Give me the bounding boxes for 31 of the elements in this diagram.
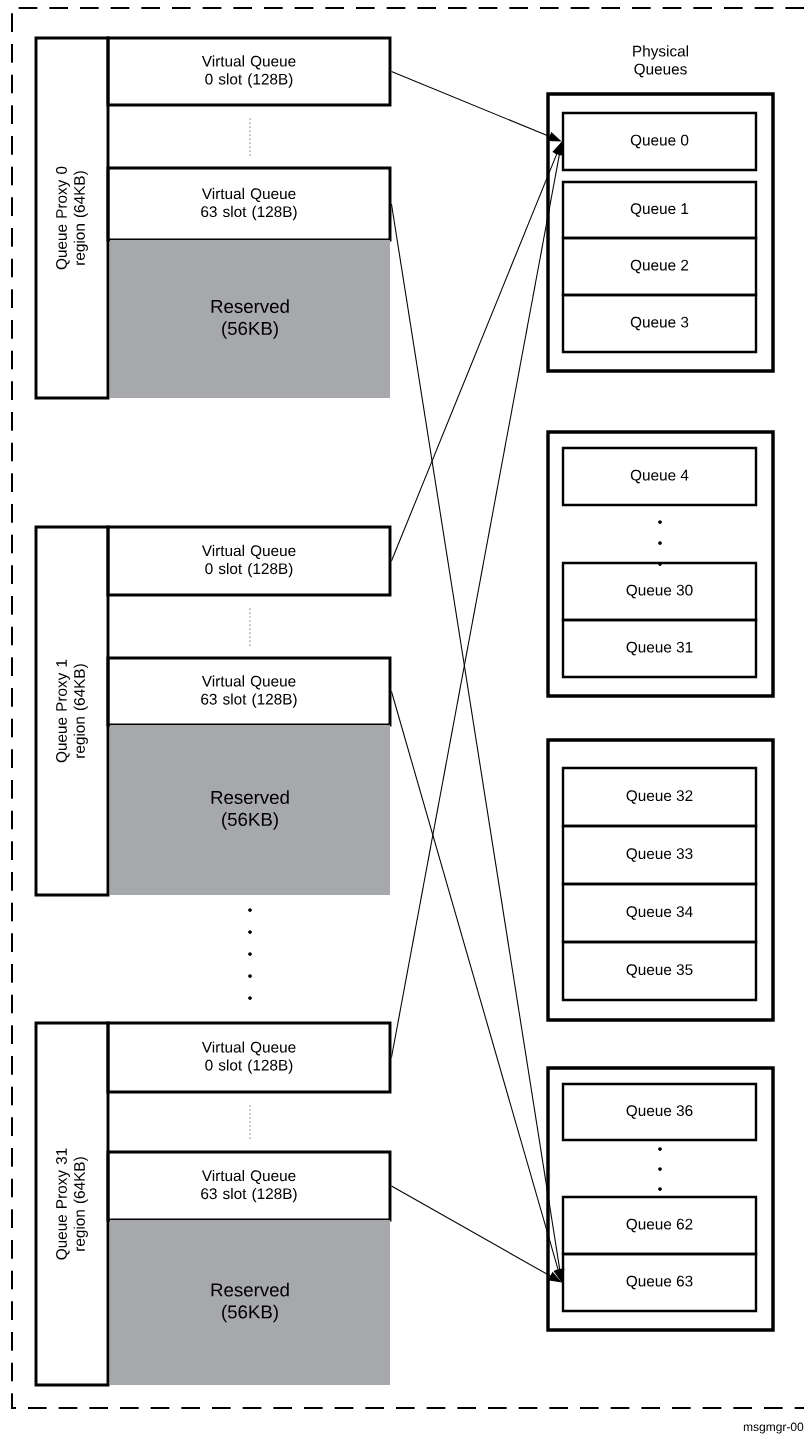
queue-box: Queue 31: [561, 618, 758, 679]
slot-box: Virtual Queue 63 slot (128B): [106, 656, 392, 727]
reserved-block: Reserved (56KB): [110, 240, 390, 398]
queue-box: Queue 2: [561, 236, 758, 297]
queue-box: Queue 34: [561, 882, 758, 944]
queue-box: Queue 3: [561, 293, 758, 354]
region-box: Queue Proxy 31 region (64KB): [34, 1021, 110, 1387]
slot-box: Virtual Queue 0 slot (128B): [106, 525, 392, 597]
queue-group-box: [546, 430, 775, 698]
queue-box: Queue 33: [561, 824, 758, 886]
queue-group-box: [546, 738, 775, 1022]
queue-box: Queue 63: [561, 1252, 758, 1313]
queue-box: Queue 35: [561, 940, 758, 1002]
reserved-block: Reserved (56KB): [110, 1220, 390, 1385]
queue-box: Queue 62: [561, 1195, 758, 1256]
slot-box: Virtual Queue 63 slot (128B): [106, 1150, 392, 1222]
region-box: Queue Proxy 1 region (64KB): [34, 525, 110, 897]
slot-box: Virtual Queue 0 slot (128B): [106, 1021, 392, 1094]
queue-box: Queue 32: [561, 766, 758, 828]
slot-box: Virtual Queue 63 slot (128B): [106, 166, 392, 242]
queue-group-box: [546, 1066, 775, 1332]
figure-id: msgmgr-00: [743, 1422, 804, 1434]
region-box: Queue Proxy 0 region (64KB): [34, 36, 110, 400]
queue-box: Queue 4: [561, 446, 758, 507]
reserved-block: Reserved (56KB): [110, 725, 390, 895]
group-heading: Physical Queues: [633, 45, 688, 78]
queue-box: Queue 36: [561, 1082, 758, 1142]
queue-box: Queue 30: [561, 561, 758, 622]
queue-box: Queue 0: [561, 111, 758, 172]
queue-box: Queue 1: [561, 180, 758, 240]
slot-box: Virtual Queue 0 slot (128B): [106, 36, 392, 107]
